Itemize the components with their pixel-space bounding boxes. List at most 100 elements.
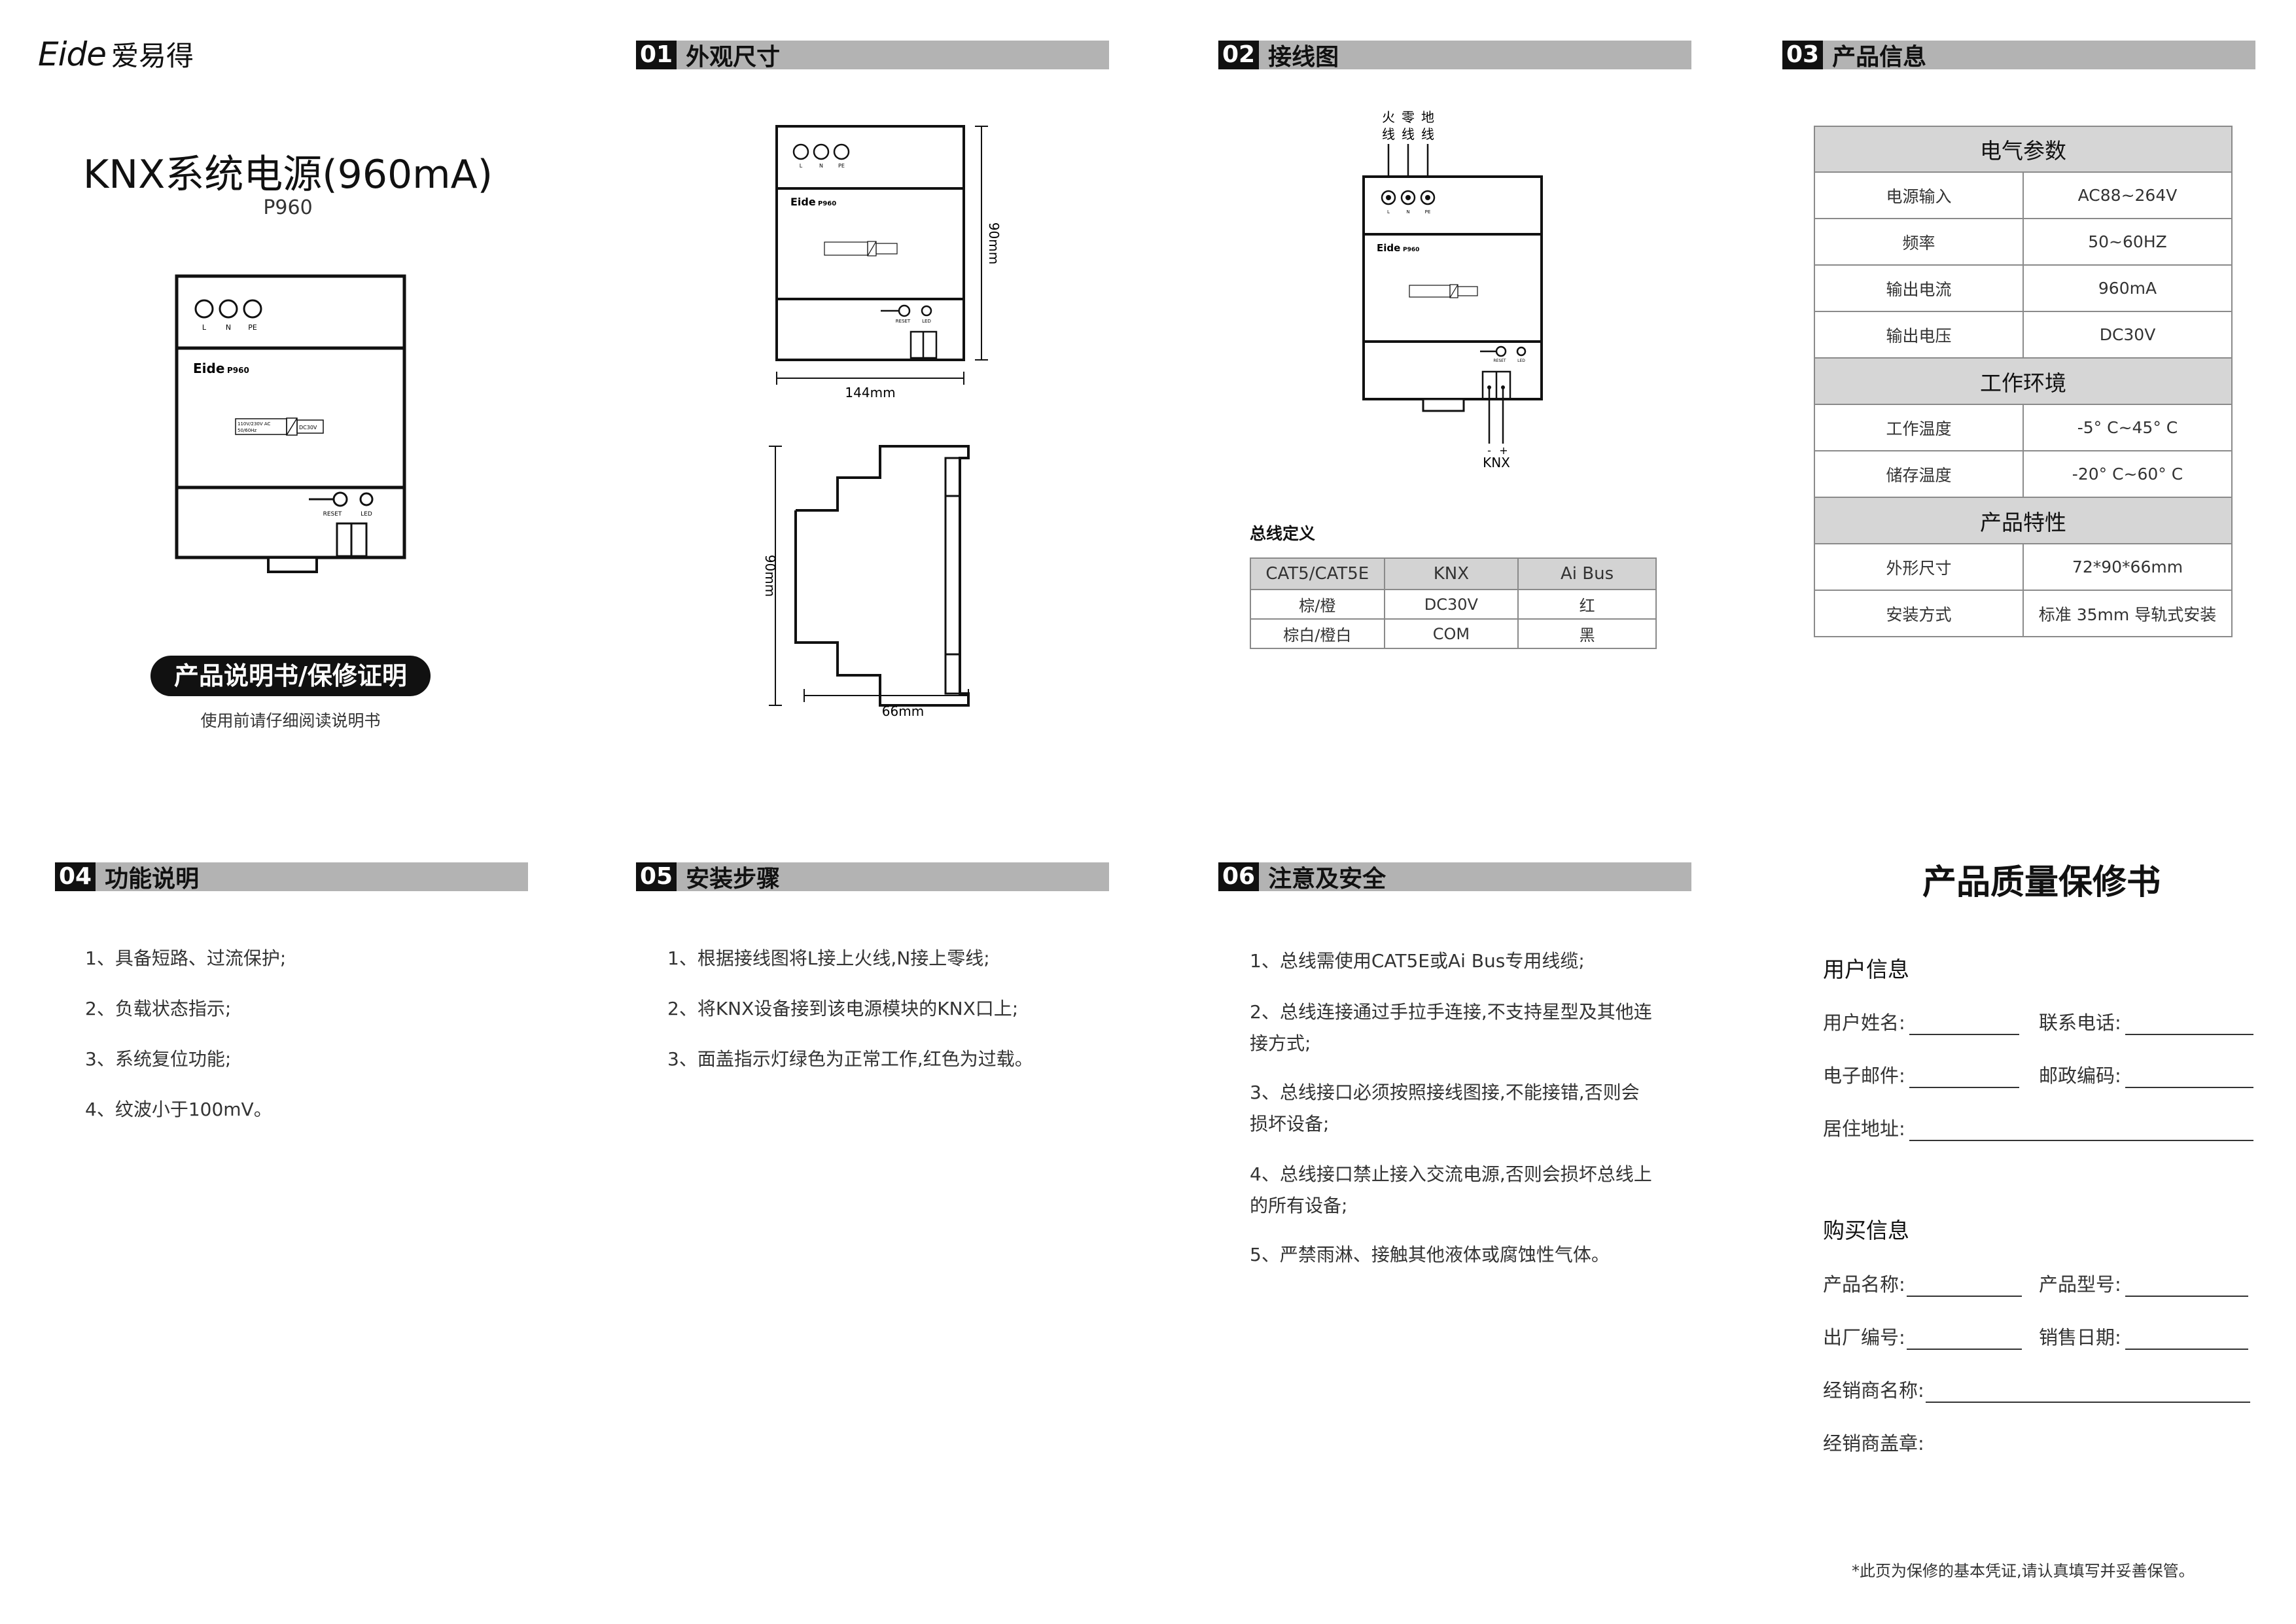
- sale-date-row: 销售日期:: [2039, 1322, 2248, 1350]
- device-model: P960: [1403, 247, 1419, 253]
- table-cell: 黑: [1517, 618, 1657, 649]
- serial-label: 出厂编号:: [1823, 1326, 1905, 1349]
- knx-minus: -: [1487, 444, 1491, 457]
- table-header: KNX: [1383, 557, 1519, 590]
- sale-date-input[interactable]: [2125, 1329, 2248, 1350]
- section-06-number: 06: [1218, 862, 1260, 891]
- install-step: 3、面盖指示灯绿色为正常工作,红色为过载。: [667, 1048, 1033, 1070]
- group-title: 工作环境: [1814, 357, 2233, 405]
- device-input-freq: 50/60Hz: [238, 428, 256, 433]
- table-row: 电源输入 AC88~264V: [1814, 171, 2233, 219]
- param-name: 安装方式: [1814, 590, 2024, 637]
- table-header: CAT5/CAT5E: [1250, 557, 1385, 590]
- section-06-header: 06 注意及安全: [1218, 862, 1691, 892]
- live-label-2: 线: [1382, 126, 1395, 142]
- neutral-label-2: 线: [1402, 126, 1415, 142]
- user-name-input[interactable]: [1909, 1014, 2019, 1035]
- front-height-label: 90mm: [986, 222, 1002, 264]
- safety-item: 3、总线接口必须按照接线图接,不能接错,否则会: [1250, 1082, 1640, 1103]
- param-value: 标准 35mm 导轨式安装: [2022, 590, 2233, 637]
- param-value: 50~60HZ: [2022, 218, 2233, 266]
- table-row: 频率 50~60HZ: [1814, 218, 2233, 266]
- terminal-n: N: [819, 163, 823, 169]
- email-input[interactable]: [1909, 1067, 2019, 1088]
- dealer-row: 经销商名称:: [1823, 1375, 2250, 1403]
- table-row: 储存温度 -20° C~60° C: [1814, 450, 2233, 498]
- group-title: 电气参数: [1814, 126, 2233, 173]
- section-04-number: 04: [55, 862, 96, 891]
- param-name: 电源输入: [1814, 171, 2024, 219]
- side-view-drawing: 90mm 66mm: [762, 445, 970, 719]
- user-info-heading: 用户信息: [1823, 957, 1909, 982]
- param-value: AC88~264V: [2022, 171, 2233, 219]
- section-02-header: 02 接线图: [1218, 41, 1691, 71]
- product-model-label: 产品型号:: [2039, 1273, 2121, 1296]
- section-05-title: 安装步骤: [686, 866, 781, 892]
- led-label: LED: [361, 511, 372, 518]
- section-02-title: 接线图: [1268, 44, 1339, 71]
- front-view-drawing: L N PE Eide P960 RESET LED 144mm 90mm: [775, 125, 1002, 400]
- section-03-title: 产品信息: [1832, 44, 1927, 71]
- table-cell: DC30V: [1383, 589, 1519, 620]
- sale-date-label: 销售日期:: [2039, 1326, 2121, 1349]
- product-name-input[interactable]: [1906, 1276, 2022, 1297]
- table-row: 外形尺寸 72*90*66mm: [1814, 543, 2233, 591]
- install-step: 2、将KNX设备接到该电源模块的KNX口上;: [667, 998, 1019, 1019]
- reset-label: RESET: [323, 511, 342, 518]
- section-05-header: 05 安装步骤: [636, 862, 1109, 892]
- table-row: 输出电压 DC30V: [1814, 311, 2233, 359]
- device-input-label: 110V/230V AC: [238, 421, 271, 427]
- function-item: 2、负载状态指示;: [85, 998, 232, 1019]
- terminal-n: N: [1406, 209, 1409, 215]
- section-04-header: 04 功能说明: [55, 862, 528, 892]
- zip-input[interactable]: [2125, 1067, 2253, 1088]
- wiring-diagram: 火 线 零 线 地 线 L N PE Eide P960 RESET LED -…: [1362, 109, 1543, 470]
- table-row: 棕/橙 DC30V 红: [1250, 589, 1657, 620]
- table-row: 工作温度 -5° C~45° C: [1814, 404, 2233, 451]
- user-name-row: 用户姓名:: [1823, 1008, 2019, 1035]
- param-value: 72*90*66mm: [2022, 543, 2233, 591]
- led-label: LED: [922, 319, 931, 324]
- group-header-environment: 工作环境: [1814, 357, 2233, 405]
- bus-definition-table: CAT5/CAT5E KNX Ai Bus 棕/橙 DC30V 红 棕白/橙白 …: [1250, 557, 1657, 649]
- product-model-input[interactable]: [2125, 1276, 2248, 1297]
- purchase-info-heading: 购买信息: [1823, 1218, 1909, 1243]
- side-height-label: 90mm: [762, 555, 778, 597]
- section-02-number: 02: [1218, 41, 1260, 69]
- email-label: 电子邮件:: [1823, 1065, 1905, 1087]
- param-value: -20° C~60° C: [2022, 450, 2233, 498]
- dealer-input[interactable]: [1925, 1382, 2250, 1403]
- device-model: P960: [818, 200, 836, 207]
- terminal-l: L: [800, 163, 803, 169]
- safety-item: 2、总线连接通过手拉手连接,不支持星型及其他连: [1250, 1001, 1652, 1023]
- address-input[interactable]: [1909, 1120, 2253, 1141]
- param-value: -5° C~45° C: [2022, 404, 2233, 451]
- serial-input[interactable]: [1906, 1329, 2022, 1350]
- terminal-n: N: [226, 323, 231, 332]
- safety-item-cont: 损坏设备;: [1250, 1113, 1330, 1135]
- device-output-label: DC30V: [299, 425, 317, 431]
- warranty-title: 产品质量保修书: [1922, 863, 2161, 902]
- param-name: 外形尺寸: [1814, 543, 2024, 591]
- safety-item: 5、严禁雨淋、接触其他液体或腐蚀性气体。: [1250, 1244, 1610, 1265]
- product-name-label: 产品名称:: [1823, 1273, 1905, 1296]
- product-model-row: 产品型号:: [2039, 1269, 2248, 1297]
- manual-note: 使用前请仔细阅读说明书: [200, 711, 381, 730]
- function-item: 4、纹波小于100mV。: [85, 1099, 272, 1120]
- table-row: 输出电流 960mA: [1814, 264, 2233, 312]
- phone-label: 联系电话:: [2039, 1012, 2121, 1034]
- zip-row: 邮政编码:: [2039, 1061, 2253, 1088]
- table-cell: 棕白/橙白: [1250, 618, 1385, 649]
- terminal-l: L: [1387, 209, 1390, 215]
- terminal-l: L: [202, 323, 207, 332]
- serial-row: 出厂编号:: [1823, 1322, 2022, 1350]
- device-model: P960: [227, 366, 249, 375]
- table-row: 棕白/橙白 COM 黑: [1250, 618, 1657, 649]
- product-info-table: 电气参数 电源输入 AC88~264V 频率 50~60HZ 输出电流 960m…: [1814, 126, 2233, 637]
- group-header-electrical: 电气参数: [1814, 126, 2233, 173]
- phone-input[interactable]: [2125, 1014, 2253, 1035]
- reset-label: RESET: [1493, 359, 1506, 363]
- stamp-row: 经销商盖章:: [1823, 1428, 1924, 1456]
- brand-logo: Eide 爱易得: [38, 34, 194, 74]
- zip-label: 邮政编码:: [2039, 1065, 2121, 1087]
